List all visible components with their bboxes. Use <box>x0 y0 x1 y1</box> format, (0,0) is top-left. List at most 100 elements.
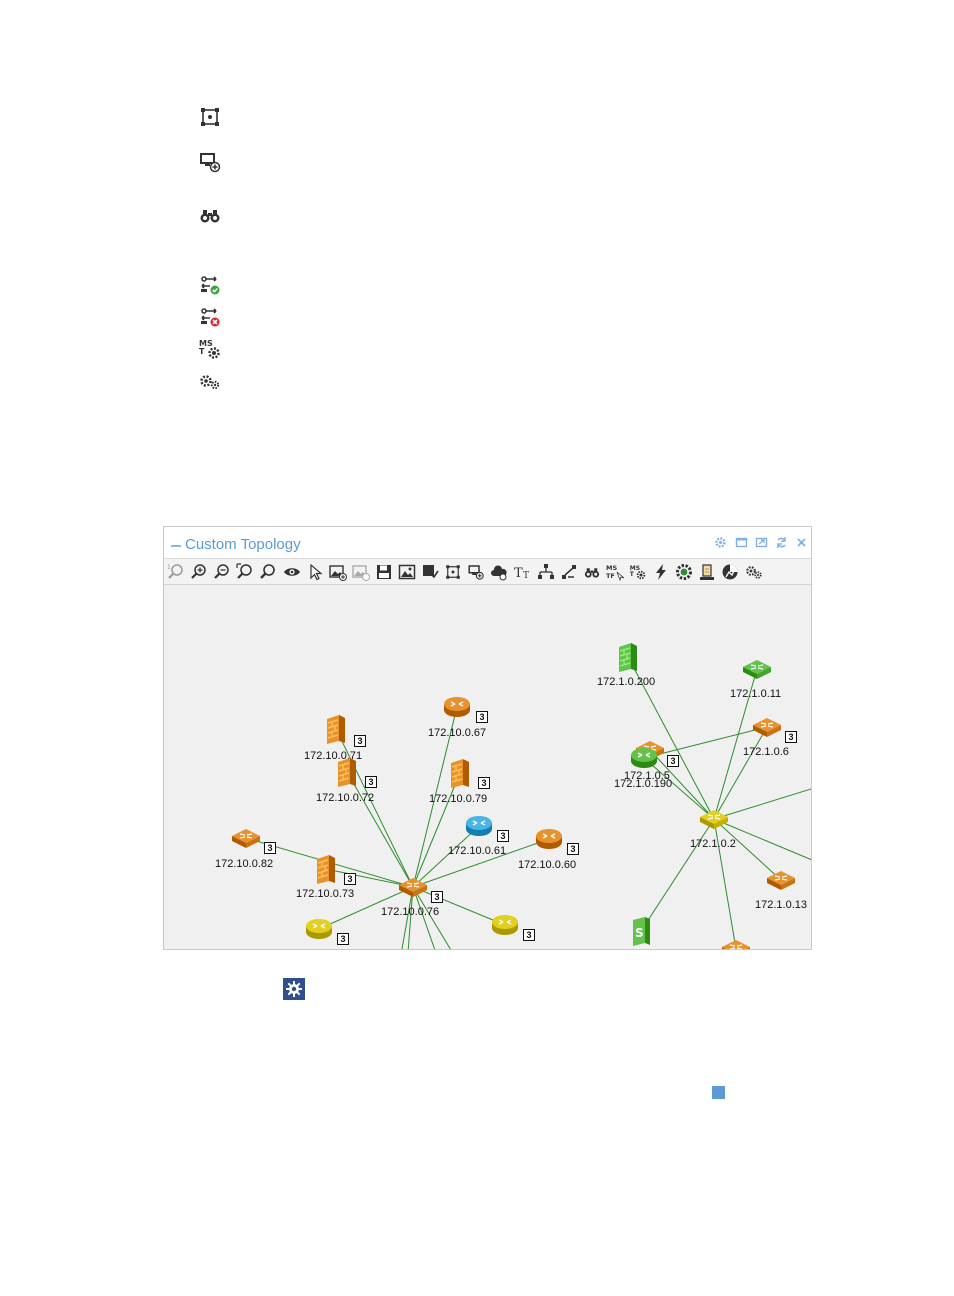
node-label: 172.1.0.5 <box>624 770 670 782</box>
link-n11-n9[interactable] <box>412 886 506 926</box>
collapse-icon[interactable] <box>171 545 181 547</box>
link-n14-n16[interactable] <box>643 726 768 759</box>
tree-layout-button[interactable] <box>537 563 555 581</box>
add-device-icon <box>198 150 222 174</box>
node-label: 172.1.0.200 <box>597 676 656 688</box>
chart-button[interactable] <box>721 563 739 581</box>
firewall-node[interactable] <box>334 756 360 788</box>
image-disabled-button[interactable] <box>352 563 370 581</box>
tag-button[interactable] <box>698 563 716 581</box>
router-node[interactable] <box>304 917 334 941</box>
link-n6-n9[interactable] <box>412 838 550 888</box>
maximize-icon[interactable] <box>735 536 748 549</box>
link-offscreen-2[interactable] <box>412 886 454 949</box>
zoom-in-button[interactable] <box>190 563 208 581</box>
refresh-ring-icon <box>675 563 693 581</box>
link-n3-n9[interactable] <box>346 771 414 888</box>
link-offscreen-4[interactable] <box>713 785 811 820</box>
zoom-fit-button[interactable] <box>236 563 254 581</box>
switch-node[interactable] <box>698 807 730 831</box>
cloud-icon <box>490 563 508 581</box>
link-n10-n9[interactable] <box>318 886 414 930</box>
search-button[interactable] <box>259 563 277 581</box>
refresh-ring-button[interactable] <box>675 563 693 581</box>
svg-text:T: T <box>514 566 523 581</box>
lightning-button[interactable] <box>652 563 670 581</box>
router-node[interactable] <box>464 814 494 838</box>
refresh-icon[interactable] <box>775 536 788 549</box>
zoom-reset-icon: 1 <box>167 563 185 581</box>
eye-button[interactable] <box>283 563 301 581</box>
link-n4-n9[interactable] <box>412 772 461 888</box>
link-n18-n17[interactable] <box>713 818 782 881</box>
save-button[interactable] <box>375 563 393 581</box>
link-offscreen-3[interactable] <box>412 886 484 949</box>
topology-links <box>245 656 811 949</box>
image-button[interactable] <box>398 563 416 581</box>
node-label: 172.10.0.67 <box>428 727 487 739</box>
link-n16-n17[interactable] <box>643 757 715 820</box>
link-button[interactable] <box>560 563 578 581</box>
select-frame-button[interactable] <box>444 563 462 581</box>
link-offscreen-0[interactable] <box>404 886 414 949</box>
link-n14-n17[interactable] <box>713 726 768 820</box>
export-button[interactable] <box>421 563 439 581</box>
node-label: 172.10.0.76 <box>381 906 440 918</box>
link-offscreen-1[interactable] <box>392 886 414 949</box>
pointer-button[interactable] <box>306 563 324 581</box>
link-n8-n9[interactable] <box>325 868 414 888</box>
svg-text:T: T <box>199 347 205 356</box>
link-n1-n9[interactable] <box>335 728 414 888</box>
node-label: 172.1.0.13 <box>755 899 807 911</box>
zoom-in-icon <box>190 563 208 581</box>
router-node[interactable] <box>490 913 520 937</box>
add-device-button[interactable] <box>467 563 485 581</box>
switch-node[interactable] <box>741 657 773 681</box>
pointer-icon <box>306 563 324 581</box>
gears-button[interactable] <box>745 563 763 581</box>
router-node[interactable] <box>442 695 472 719</box>
server-node[interactable]: S <box>629 915 653 947</box>
firewall-node[interactable] <box>447 757 473 789</box>
binoculars-button[interactable] <box>583 563 601 581</box>
link-n15-n17[interactable] <box>649 749 715 820</box>
settings-gears-icon <box>198 370 222 394</box>
link-offscreen-5[interactable] <box>713 818 811 865</box>
link-n5-n9[interactable] <box>412 825 480 888</box>
link-n12-n17[interactable] <box>627 656 715 820</box>
firewall-node[interactable] <box>615 641 641 673</box>
link-n13-n17[interactable] <box>713 668 758 820</box>
add-image-button[interactable] <box>328 563 347 581</box>
zoom-reset-button[interactable]: 1 <box>167 563 185 581</box>
link-n2-n9[interactable] <box>412 706 458 888</box>
zoom-out-button[interactable] <box>213 563 231 581</box>
settings-icon[interactable] <box>714 536 727 549</box>
link-n19-n17[interactable] <box>640 818 715 932</box>
switch-node[interactable] <box>230 826 262 850</box>
router-node[interactable] <box>629 746 659 770</box>
settings-gear-button[interactable] <box>283 978 305 1000</box>
switch-node[interactable] <box>397 875 429 899</box>
switch-node[interactable] <box>765 868 797 892</box>
layer-badge: 3 <box>344 873 356 885</box>
link-n20-n17[interactable] <box>713 818 737 949</box>
firewall-node[interactable] <box>313 853 339 885</box>
close-icon[interactable] <box>795 536 808 549</box>
link-ok-icon <box>198 273 222 297</box>
switch-node[interactable] <box>720 937 752 949</box>
cloud-button[interactable] <box>490 563 508 581</box>
router-node[interactable] <box>534 827 564 851</box>
layer-badge: 3 <box>478 777 490 789</box>
svg-text:MS: MS <box>630 565 640 572</box>
switch-node[interactable] <box>751 715 783 739</box>
restore-icon[interactable] <box>755 536 768 549</box>
firewall-node[interactable] <box>323 713 349 745</box>
